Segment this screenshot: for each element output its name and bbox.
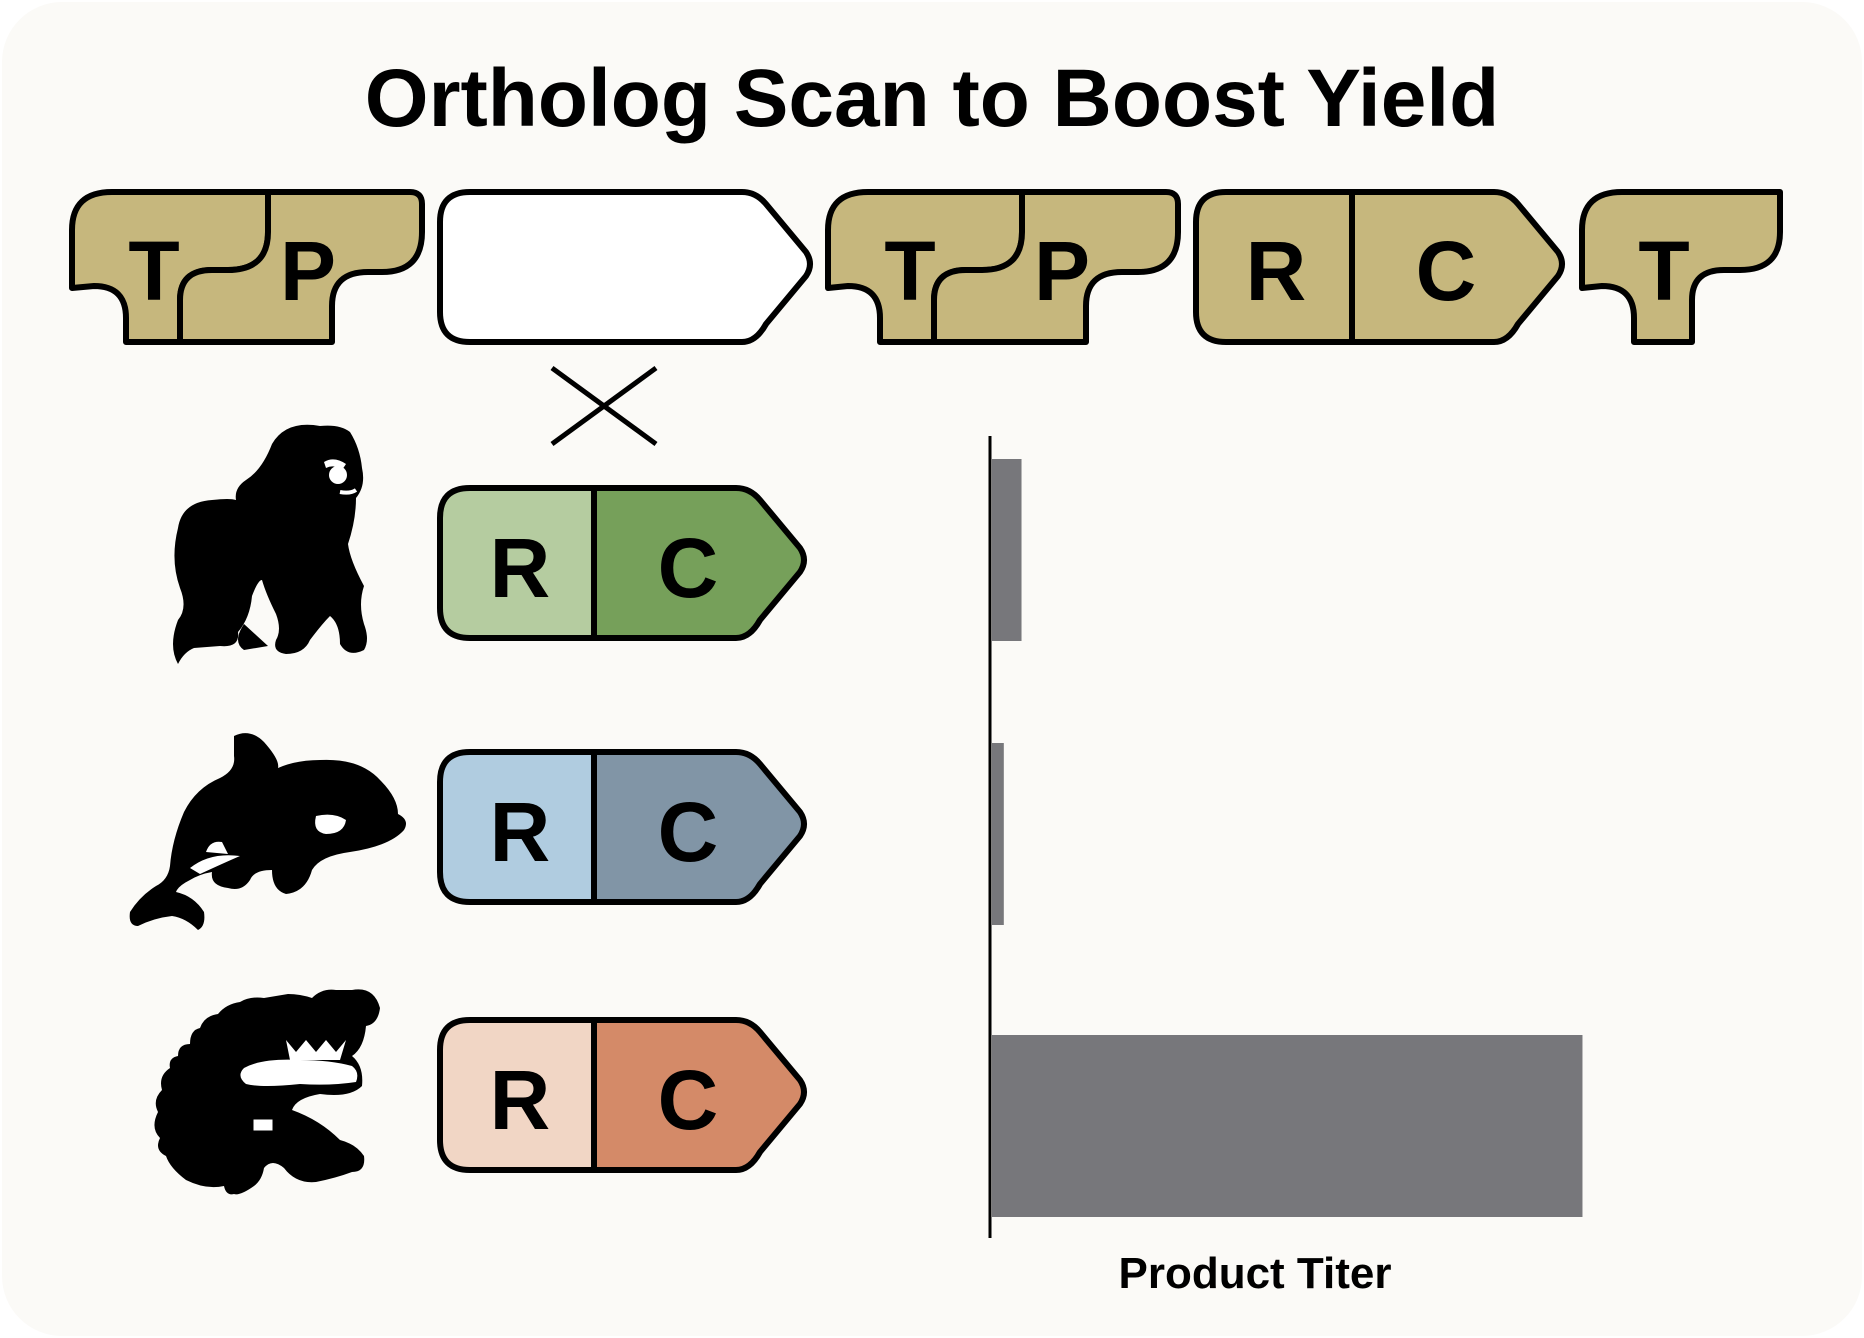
gorilla-c-part (591, 485, 807, 641)
construct-row: T P T P R C T (69, 189, 1783, 345)
promoter-label-2: P (1034, 224, 1090, 318)
construct-part-terminator-promoter-2: T P (825, 189, 1181, 345)
empty-slot-part (437, 189, 813, 345)
crocodile-icon (154, 989, 380, 1195)
bar-orca (992, 743, 1004, 925)
gorilla-c-label: C (658, 521, 719, 615)
terminator-label-1: T (128, 224, 179, 318)
figure-title: Ortholog Scan to Boost Yield (365, 53, 1499, 144)
r-label-construct: R (1246, 224, 1307, 318)
chart-x-axis-label: Product Titer (1118, 1249, 1391, 1298)
terminator-part-3 (1579, 189, 1783, 345)
gorilla-icon (173, 424, 367, 664)
ortholog-row-gorilla: R C (173, 424, 807, 664)
c-part-construct (1349, 189, 1565, 345)
bar-gorilla (992, 459, 1022, 641)
ortholog-row-orca: R C (129, 733, 807, 930)
crocodile-r-label: R (490, 1053, 551, 1147)
promoter-part-2 (931, 189, 1181, 345)
orca-c-label: C (658, 785, 719, 879)
bar-crocodile (992, 1035, 1583, 1217)
swap-cross-icon (550, 365, 658, 447)
crocodile-c-label: C (658, 1053, 719, 1147)
construct-part-terminator-3: T (1579, 189, 1783, 345)
gorilla-r-label: R (490, 521, 551, 615)
ortholog-row-crocodile: R C (154, 989, 807, 1195)
c-label-construct: C (1416, 224, 1477, 318)
construct-part-r-c: R C (1193, 189, 1565, 345)
terminator-label-3: T (1638, 224, 1689, 318)
promoter-label-1: P (280, 224, 336, 318)
bars-group (992, 459, 1583, 1217)
titer-bar-chart: Product Titer (988, 436, 1583, 1298)
terminator-label-2: T (884, 224, 935, 318)
orca-c-part (591, 749, 807, 905)
construct-part-terminator-promoter-1: T P (69, 189, 425, 345)
orca-icon (129, 733, 406, 930)
crocodile-c-part (591, 1017, 807, 1173)
construct-slot-empty (437, 189, 813, 345)
promoter-part-1 (177, 189, 425, 345)
orca-r-label: R (490, 785, 551, 879)
